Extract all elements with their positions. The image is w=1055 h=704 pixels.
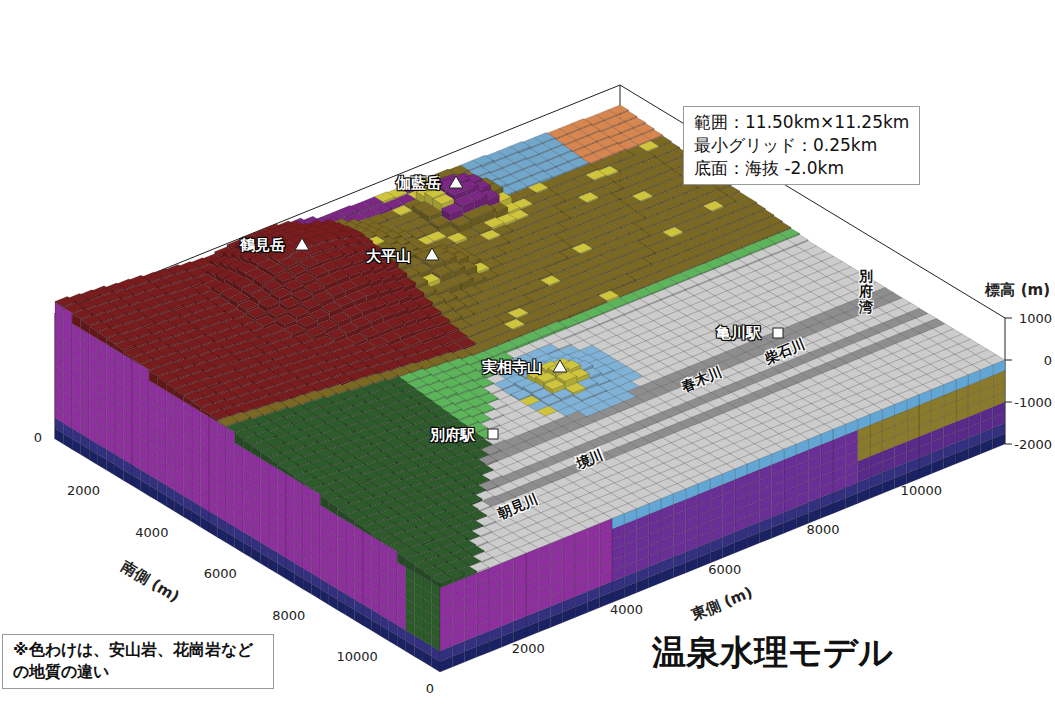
terrain-grid [55, 105, 1005, 672]
